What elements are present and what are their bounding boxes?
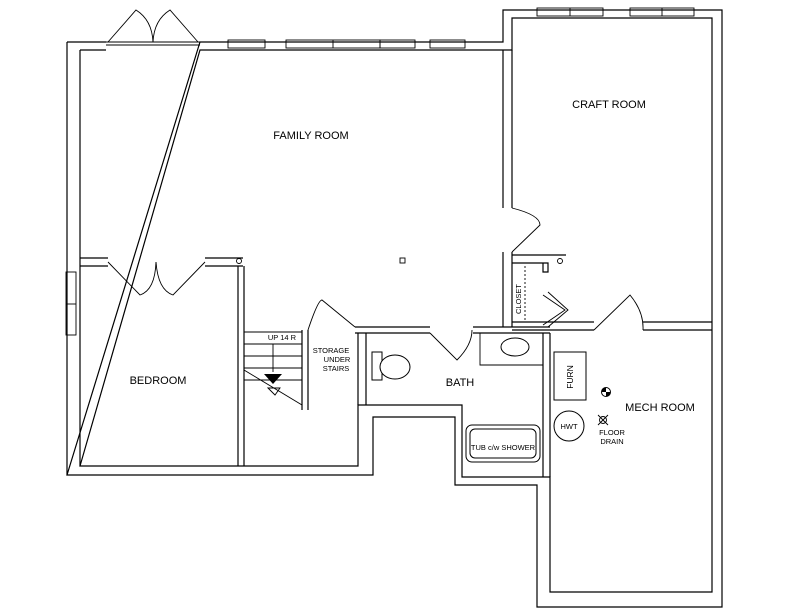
floor-drain-label: FLOOR DRAIN xyxy=(599,428,625,446)
family-room-label: FAMILY ROOM xyxy=(273,130,348,142)
svg-text:UNDER: UNDER xyxy=(324,355,351,364)
stairs xyxy=(243,331,303,406)
stairs-label: UP 14 R xyxy=(268,333,297,342)
family-room-double-door xyxy=(106,9,200,46)
craft-room-windows xyxy=(536,7,695,17)
family-room-windows xyxy=(227,39,466,49)
bath-label: BATH xyxy=(446,377,475,389)
bedroom-window xyxy=(65,271,77,336)
mech-room-label: MECH ROOM xyxy=(625,402,695,414)
craft-room-label: CRAFT ROOM xyxy=(572,99,646,111)
closet xyxy=(512,254,569,328)
column-post xyxy=(399,257,406,264)
svg-text:STORAGE: STORAGE xyxy=(313,346,350,355)
closet-label: CLOSET xyxy=(514,284,523,314)
tub-label: TUB c/w SHOWER xyxy=(471,443,536,452)
water-heater-label: HWT xyxy=(560,422,577,431)
storage-label: STORAGE UNDER STAIRS xyxy=(313,346,351,373)
furnace-label: FURN xyxy=(565,365,575,389)
svg-text:STAIRS: STAIRS xyxy=(323,364,350,373)
svg-text:FLOOR: FLOOR xyxy=(599,428,625,437)
interior-walls xyxy=(80,50,712,477)
svg-text:DRAIN: DRAIN xyxy=(600,437,623,446)
bath-fixtures xyxy=(371,337,541,463)
bedroom-label: BEDROOM xyxy=(130,375,187,387)
mech-equipment xyxy=(553,351,611,442)
